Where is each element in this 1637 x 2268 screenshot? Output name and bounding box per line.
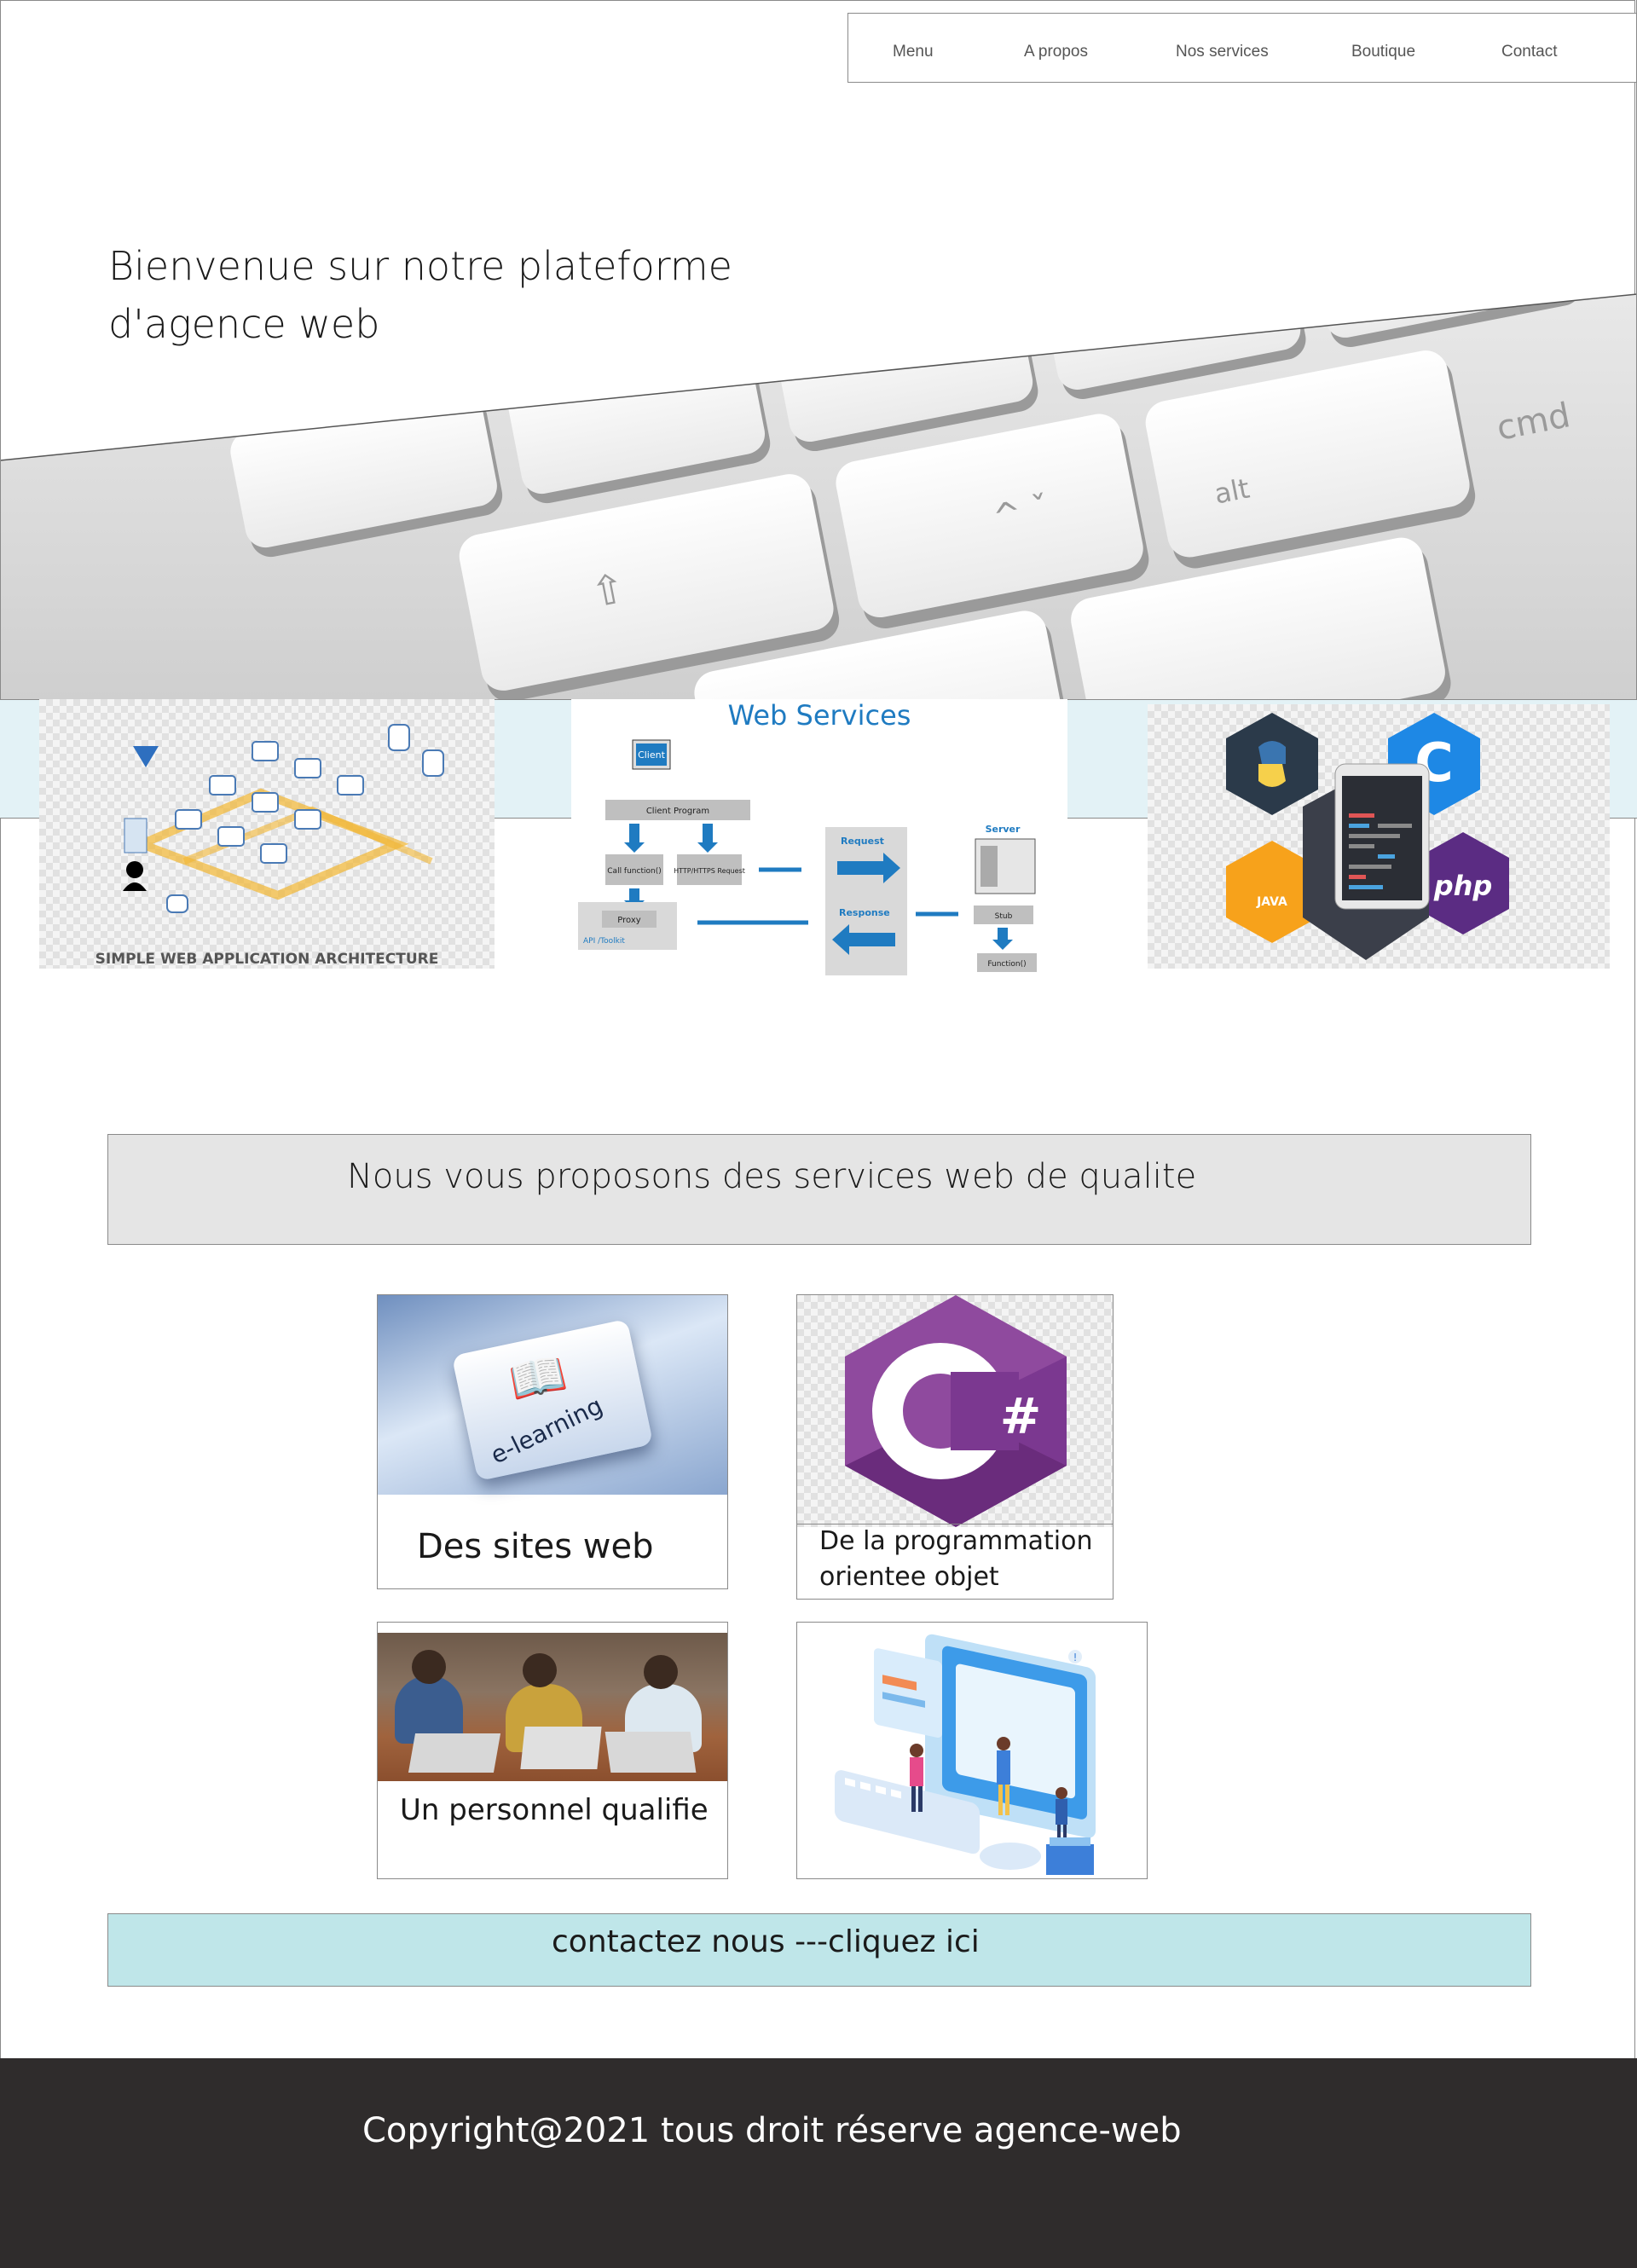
services-banner-title: Nous vous proposons des services web de … (347, 1157, 1197, 1196)
contact-label: contactez nous ---cliquez ici (552, 1924, 980, 1959)
footer-copyright: Copyright@2021 tous droit réserve agence… (362, 2111, 1182, 2150)
ws-api-toolkit: API /Toolkit (583, 937, 625, 946)
hero-title-line1: Bienvenue sur notre plateforme (108, 243, 732, 289)
card2-label: De la programmation orientee objet (819, 1524, 1092, 1595)
hero-section: W ⌘ cmd alt ^ ˇ ⇧ ⇧ Bienvenue sur notre … (0, 0, 1637, 699)
laptop-1-icon (408, 1733, 501, 1773)
architecture-caption: SIMPLE WEB APPLICATION ARCHITECTURE (95, 951, 439, 968)
ws-stub: Stub (995, 912, 1013, 921)
contact-button[interactable]: contactez nous ---cliquez ici (107, 1913, 1531, 1987)
java-logo-icon: JAVA (1256, 895, 1287, 909)
csharp-logo-icon: # (845, 1295, 1067, 1527)
hero-title: Bienvenue sur notre plateforme d'agence … (108, 237, 732, 353)
main-navigation: Menu A propos Nos services Boutique Cont… (847, 13, 1637, 83)
footer: Copyright@2021 tous droit réserve agence… (0, 2058, 1637, 2268)
svg-text:⌘: ⌘ (1495, 229, 1536, 275)
service-card-illustration[interactable]: ! (796, 1622, 1148, 1879)
architecture-diagram-icon: SIMPLE WEB APPLICATION ARCHITECTURE (95, 724, 444, 968)
ws-client-label: Client (638, 749, 666, 761)
languages-logos: C JAVA php (1226, 713, 1509, 960)
nav-menu[interactable]: Menu (893, 43, 934, 61)
person-2-head-icon (523, 1653, 557, 1687)
ws-call-function: Call function() (607, 867, 661, 876)
nav-nos-services[interactable]: Nos services (1176, 43, 1269, 61)
web-services-title: Web Services (727, 699, 911, 732)
card2-divider (797, 1524, 1113, 1525)
ws-http-request: HTTP/HTTPS Request (674, 867, 745, 875)
languages-image: C JAVA php (1148, 704, 1610, 969)
team-photo (378, 1633, 727, 1781)
web-development-illustration: ! (835, 1634, 1096, 1875)
nav-boutique[interactable]: Boutique (1351, 43, 1416, 61)
svg-text:W: W (1141, 284, 1195, 345)
services-banner: Nous vous proposons des services web de … (107, 1134, 1531, 1245)
csharp-hash: # (1000, 1387, 1042, 1445)
nav-contact[interactable]: Contact (1501, 43, 1558, 61)
person-1-icon (395, 1675, 463, 1744)
card2-label-line1: De la programmation (819, 1526, 1093, 1556)
ws-proxy: Proxy (617, 916, 640, 925)
laptop-2-icon (520, 1727, 602, 1769)
csharp-image: # (797, 1295, 1113, 1527)
service-card-personnel[interactable]: Un personnel qualifie (377, 1622, 728, 1879)
card1-label: Des sites web (417, 1527, 654, 1566)
elearning-key: 📖 e-learning (451, 1318, 654, 1482)
php-logo-icon: php (1433, 870, 1493, 902)
ws-client-program: Client Program (646, 807, 709, 816)
card3-label: Un personnel qualifie (400, 1793, 709, 1827)
laptop-3-icon (604, 1732, 697, 1773)
ws-server: Server (986, 824, 1021, 835)
nav-a-propos[interactable]: A propos (1024, 43, 1088, 61)
person-3-head-icon (644, 1655, 678, 1689)
ws-function: Function() (987, 960, 1026, 969)
ws-response: Response (839, 907, 890, 918)
architecture-image: SIMPLE WEB APPLICATION ARCHITECTURE (39, 699, 495, 969)
web-services-diagram: Web Services Client Client Program Call … (571, 699, 1067, 981)
svg-text:alt: alt (1212, 472, 1252, 510)
book-icon: 📖 (504, 1345, 572, 1410)
person-1-head-icon (412, 1650, 446, 1684)
svg-text:!: ! (1073, 1652, 1078, 1663)
web-services-schematic: Client Client Program Call function() HT… (578, 739, 1037, 975)
hero-title-line2: d'agence web (108, 301, 380, 347)
ws-request: Request (841, 836, 884, 847)
service-card-programmation[interactable]: # De la programmation orientee objet (796, 1294, 1114, 1600)
service-card-sites-web[interactable]: 📖 e-learning Des sites web (377, 1294, 728, 1589)
elearning-image: 📖 e-learning (378, 1295, 727, 1495)
keyboard-hero-image: W ⌘ cmd alt ^ ˇ ⇧ ⇧ (0, 229, 1637, 699)
card2-label-line2: orientee objet (819, 1562, 999, 1592)
